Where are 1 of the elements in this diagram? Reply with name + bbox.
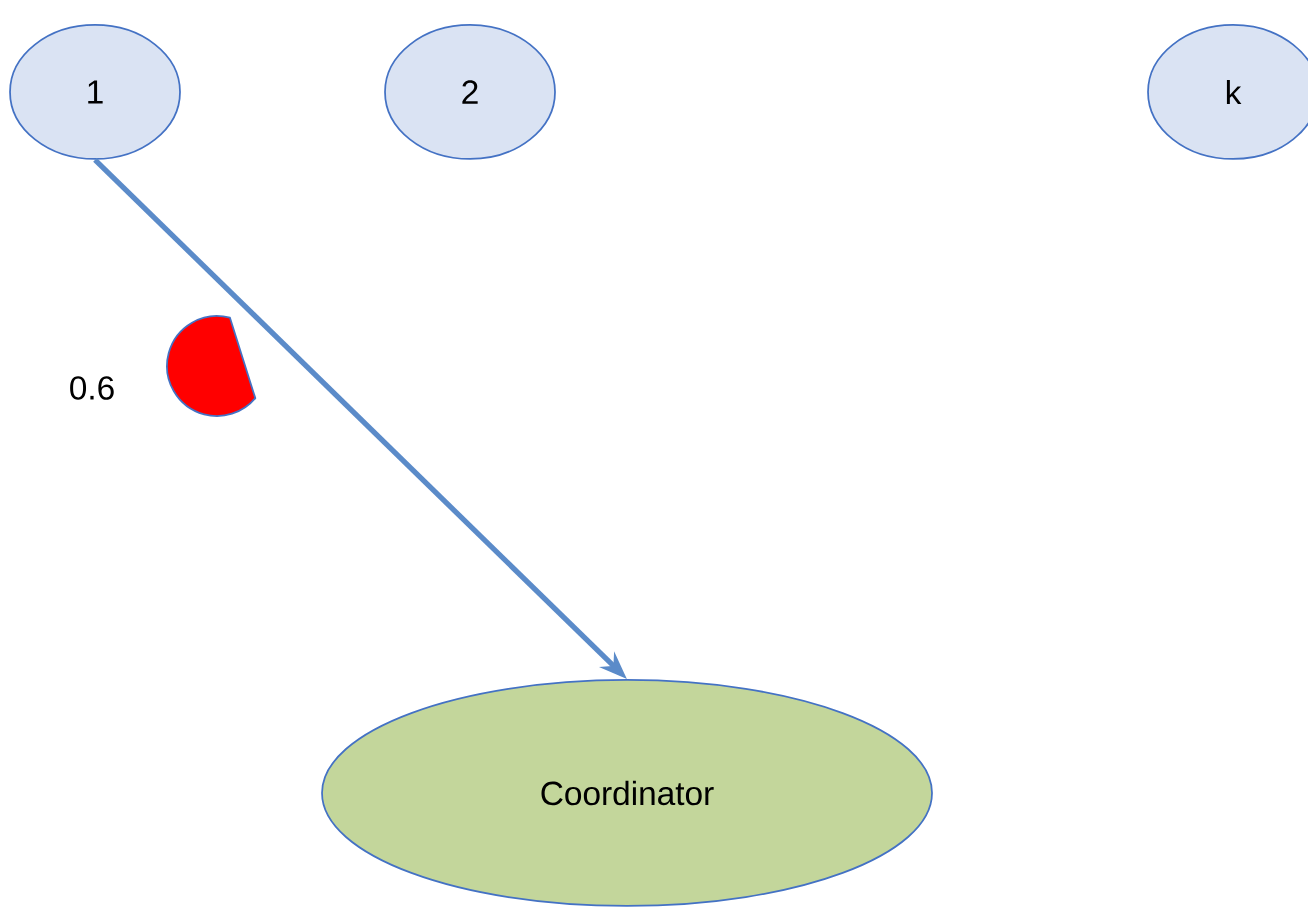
value-label: 0.6 [70, 376, 114, 400]
